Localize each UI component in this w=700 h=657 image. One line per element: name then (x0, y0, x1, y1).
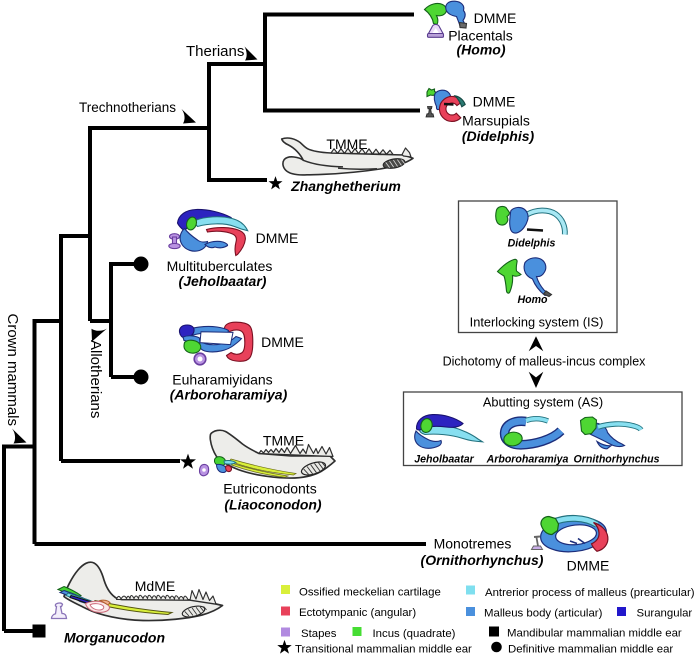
svg-text:DMME: DMME (474, 10, 517, 26)
svg-text:Didelphis: Didelphis (508, 238, 556, 250)
svg-text:Dichotomy of malleus-incus com: Dichotomy of malleus-incus complex (443, 355, 647, 369)
svg-text:(Didelphis): (Didelphis) (462, 128, 535, 144)
svg-text:Stapes: Stapes (301, 628, 337, 640)
svg-text:Placentals: Placentals (448, 28, 513, 44)
svg-text:Eutriconodonts: Eutriconodonts (223, 481, 316, 497)
svg-text:Ornithorhynchus: Ornithorhynchus (574, 454, 660, 466)
svg-text:DMME: DMME (473, 94, 516, 110)
svg-text:Antrerior process of malleus (: Antrerior process of malleus (prearticul… (485, 587, 695, 599)
svg-text:Abutting system (AS): Abutting system (AS) (483, 395, 603, 410)
svg-text:Arboroharamiya: Arboroharamiya (486, 454, 569, 466)
svg-text:Multituberculates: Multituberculates (167, 258, 273, 274)
svg-text:Allotherians: Allotherians (87, 340, 104, 418)
svg-text:Malleus body (articular): Malleus body (articular) (484, 608, 603, 620)
svg-text:(Jeholbaatar): (Jeholbaatar) (179, 273, 267, 289)
svg-text:DMME: DMME (256, 230, 299, 246)
svg-text:(Liaoconodon): (Liaoconodon) (224, 497, 322, 513)
svg-text:Trechnotherians: Trechnotherians (79, 100, 176, 115)
svg-text:Incus (quadrate): Incus (quadrate) (373, 628, 456, 640)
svg-text:Ectotympanic (angular): Ectotympanic (angular) (299, 607, 416, 619)
svg-text:Surangular: Surangular (637, 608, 693, 620)
svg-text:Monotremes: Monotremes (434, 536, 512, 552)
svg-text:Marsupials: Marsupials (462, 113, 530, 129)
svg-text:Jeholbaatar: Jeholbaatar (414, 454, 474, 466)
svg-text:Definitive mammalian middle ea: Definitive mammalian middle ear (508, 644, 673, 656)
svg-text:Zhanghetherium: Zhanghetherium (290, 178, 401, 194)
svg-text:MdME: MdME (135, 578, 175, 594)
svg-text:Crown mammals: Crown mammals (4, 314, 21, 427)
svg-text:TMME: TMME (263, 433, 304, 449)
svg-text:Homo: Homo (517, 294, 548, 306)
svg-text:Interlocking system (IS): Interlocking system (IS) (470, 315, 604, 330)
svg-text:(Arboroharamiya): (Arboroharamiya) (170, 387, 288, 403)
svg-text:Ossified meckelian cartilage: Ossified meckelian cartilage (299, 587, 441, 599)
svg-text:Morganucodon: Morganucodon (64, 630, 165, 646)
svg-text:Euharamiyidans: Euharamiyidans (172, 372, 272, 388)
svg-text:(Ornithorhynchus): (Ornithorhynchus) (421, 552, 544, 568)
svg-text:TMME: TMME (326, 136, 367, 152)
svg-text:Therians: Therians (186, 43, 244, 60)
svg-text:DMME: DMME (261, 334, 304, 350)
svg-text:Mandibular mammalian middle ea: Mandibular mammalian middle ear (507, 628, 682, 640)
svg-text:DMME: DMME (567, 558, 610, 574)
svg-text:(Homo): (Homo) (457, 42, 506, 58)
svg-text:Transitional mammalian middle: Transitional mammalian middle ear (295, 644, 472, 656)
